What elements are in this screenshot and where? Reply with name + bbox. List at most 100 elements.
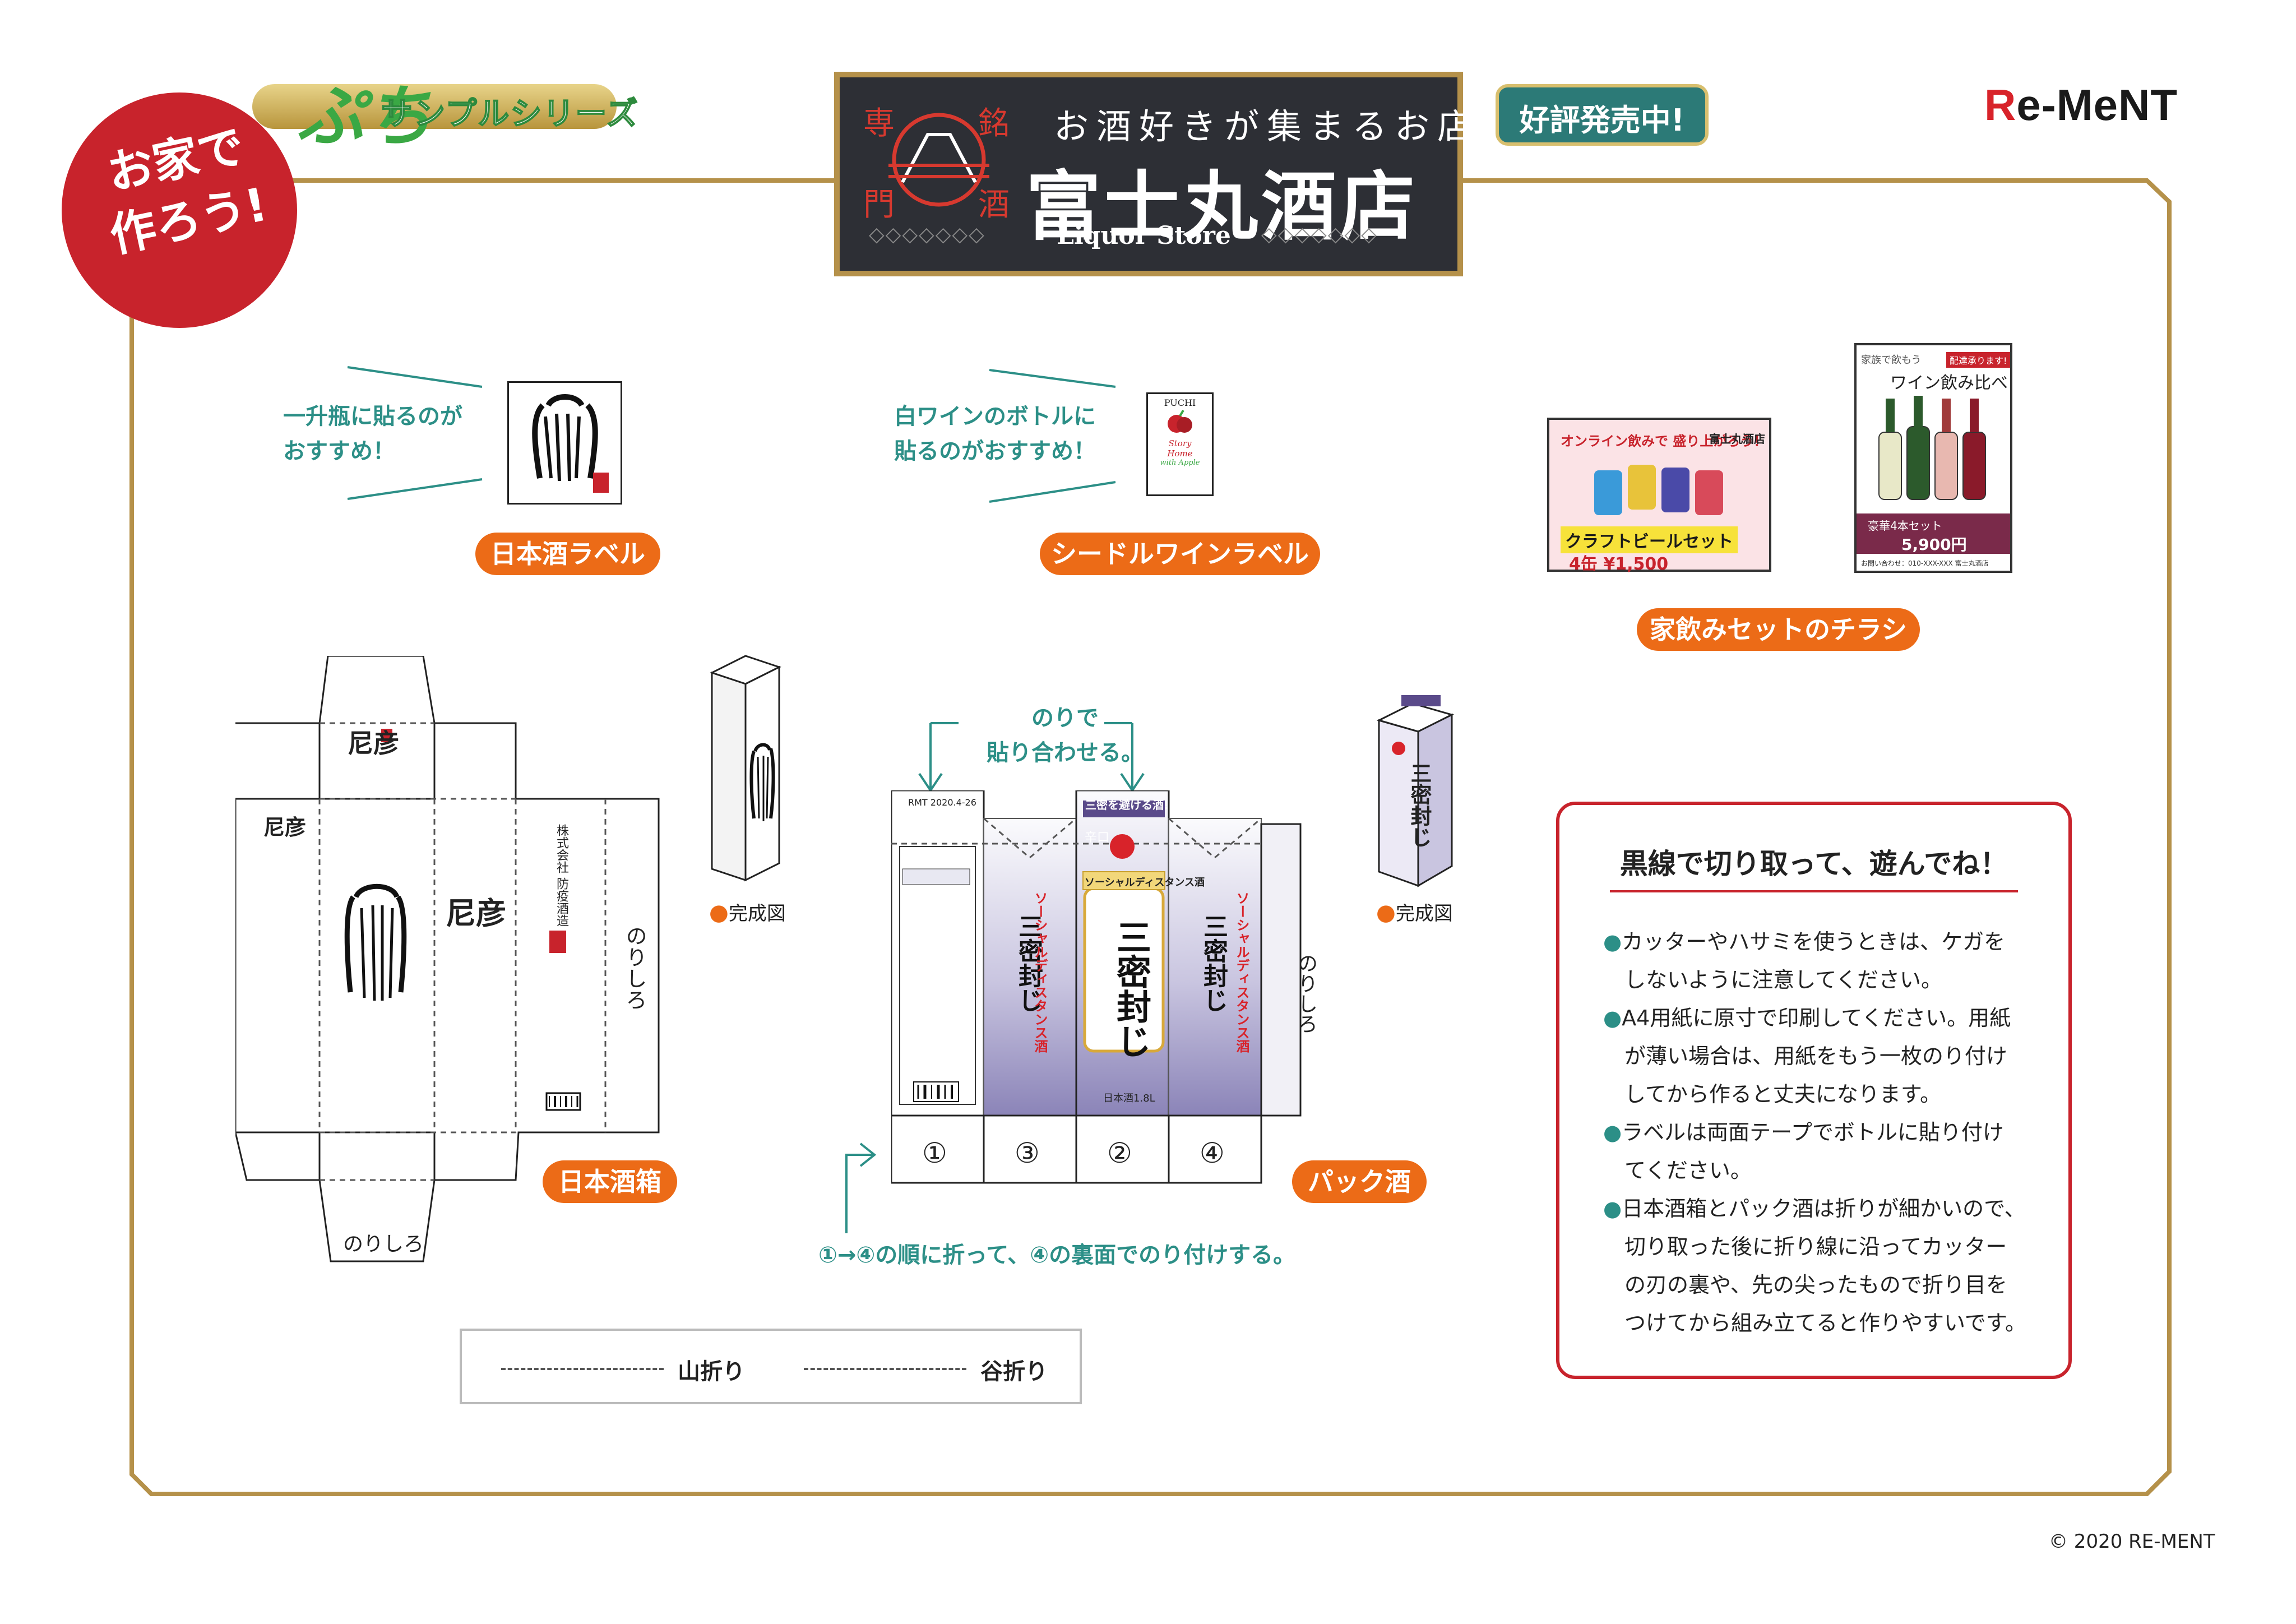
sake-box-done-caption: ●完成図 (709, 898, 786, 926)
valley-fold-line (804, 1368, 966, 1370)
instruction-line: ラベルは両面テープでボトルに貼り付け (1622, 1120, 2004, 1145)
seal-char-3: 門 (863, 187, 895, 223)
flyer-headline: オンライン飲みで 盛り上がろう！ (1561, 433, 1767, 449)
note-line: おすすめ！ (283, 438, 395, 464)
fold-step-2: ② (1107, 1137, 1132, 1169)
mountain-fold-line (501, 1368, 664, 1370)
flyer2-head: 家族で飲もう (1861, 354, 1922, 366)
series-prefix: ぷち (297, 77, 433, 156)
done-text: 完成図 (1395, 903, 1453, 925)
beer-cans-icon (1594, 465, 1723, 515)
instruction-item: ●A4用紙に原寸で印刷してください。用紙 が薄い場合は、用紙をもう一枚のり付け … (1603, 999, 2029, 1113)
pack-subbrand-left: ソーシャルディスタンス酒 (1032, 891, 1048, 1053)
pack-done-caption: ●完成図 (1376, 898, 1453, 926)
note-line: 一升瓶に貼るのが (283, 404, 462, 429)
instruction-line: してから作ると丈夫になります。 (1624, 1082, 1942, 1107)
logo-rest: e-MeNT (2016, 80, 2178, 129)
fold-step-4: ④ (1200, 1137, 1225, 1169)
fold-instruction: ①→④の順に折って、④の裏面でのり付けする。 (818, 1242, 1296, 1268)
instruction-divider (1610, 890, 2018, 892)
seal-char-2: 銘 (978, 105, 1010, 142)
pack-volume: 日本酒1.8L (1103, 1093, 1155, 1104)
note-line: 白ワインのボトルに (894, 404, 1096, 429)
sake-box-dieline (235, 656, 660, 1262)
bullet-dot: ● (709, 900, 729, 926)
wine-flyer: 家族で飲もう 配達承ります! ワイン飲み比べ 豪華4本セット 5,900円 お問… (1854, 343, 2012, 573)
amabie-icon (532, 394, 609, 493)
sake-label-note: 一升瓶に貼るのが おすすめ！ (283, 399, 462, 469)
bullet-dot: ● (1603, 1006, 1622, 1030)
instruction-item: ●ラベルは両面テープでボトルに貼り付け てください。 (1603, 1113, 2029, 1190)
cider-label-pill: シードルワインラベル (1040, 533, 1320, 575)
sake-box-maker: 株式会社 防疫酒造 (554, 824, 568, 927)
instruction-line: てください。 (1624, 1158, 1752, 1183)
copyright: © 2020 RE-MENT (2049, 1530, 2215, 1553)
pack-subbrand-strip: ソーシャルディスタンス酒 (1085, 877, 1205, 889)
bullet-dot: ● (1376, 900, 1396, 926)
glue-note: のりで 貼り合わせる。 (987, 701, 1144, 770)
pack-code: RMT 2020.4-26 (908, 797, 976, 808)
sake-label-thumbnail (507, 381, 622, 505)
pack-glue-side: のりしろ (1294, 953, 1317, 1034)
pack-top-label: 三密を避ける酒! (1085, 798, 1169, 812)
instruction-line: カッターやハサミを使うときは、ケガを (1622, 929, 2006, 954)
instruction-line: しないように注意してください。 (1624, 968, 1942, 992)
store-name: 富士丸酒店 (1026, 162, 1419, 251)
flyer2-price: 5,900円 (1901, 535, 1967, 554)
instruction-line: の刃の裏や、先の尖ったもので折り目を (1624, 1273, 2007, 1297)
flyer-price: 4缶 ¥1,500 (1569, 554, 1669, 574)
beer-flyer: オンライン飲みで 盛り上がろう！ 富士丸酒店 クラフトビールセット 4缶 ¥1,… (1547, 418, 1771, 574)
instruction-line: 切り取った後に折り線に沿ってカッター (1624, 1234, 2007, 1259)
store-tagline: お酒好きが集まるお店 (1054, 106, 1480, 147)
cider-thumb-line: with Apple (1160, 459, 1200, 467)
sake-box-pill: 日本酒箱 (543, 1160, 677, 1203)
instruction-line: 日本酒箱とパック酒は折りが細かいので、 (1622, 1196, 2026, 1221)
sake-label-pill: 日本酒ラベル (475, 533, 660, 575)
logo-r: R (1984, 80, 2017, 129)
sake-box-top-brand: 尼彦 (348, 728, 399, 758)
flyer2-set: 豪華4本セット (1868, 519, 1942, 533)
sake-box-glue-side: のりしろ (622, 925, 647, 1010)
on-sale-badge: 好評発売中! (1496, 84, 1709, 146)
fold-step-1: ① (922, 1137, 947, 1169)
seal-char-4: 酒 (978, 187, 1010, 223)
cider-thumb-line: Home (1167, 448, 1193, 459)
pack-brand-front: 三密封じ (1110, 919, 1151, 1058)
fuji-emblem-icon (888, 113, 989, 207)
seal-char-1: 専 (863, 105, 895, 142)
instruction-box: 黒線で切り取って、遊んでね！ ●カッターやハサミを使うときは、ケガを しないよう… (1556, 802, 2072, 1379)
instruction-item: ●日本酒箱とパック酒は折りが細かいので、 切り取った後に折り線に沿ってカッター … (1603, 1190, 2029, 1342)
sake-box-side-brand: 尼彦 (263, 815, 307, 840)
flyer2-footer: お問い合わせ：010-XXX-XXX 富士丸酒店 (1861, 559, 1989, 567)
bullet-dot: ● (1603, 929, 1622, 954)
instruction-item: ●カッターやハサミを使うときは、ケガを しないように注意してください。 (1603, 923, 2029, 999)
rement-logo: Re-MeNT (1984, 80, 2178, 131)
flyer-store: 富士丸酒店 (1709, 432, 1765, 446)
flyer2-price-band (1857, 513, 2010, 554)
fold-legend: 山折り 谷折り (460, 1329, 1082, 1404)
done-text: 完成図 (728, 903, 786, 925)
flyers-pill: 家飲みセットのチラシ (1637, 608, 1920, 651)
note-line: 貼り合わせる。 (987, 740, 1144, 766)
series-banner (252, 84, 617, 129)
pack-pill: パック酒 (1292, 1160, 1427, 1203)
cider-label-note: 白ワインのボトルに 貼るのがおすすめ！ (894, 399, 1096, 469)
flyer-product: クラフトビールセット (1561, 526, 1738, 553)
series-label: サンプルシリーズ (381, 95, 639, 133)
store-subtitle: Liquor Store (1057, 221, 1231, 250)
pack-brand-right: 三密封じ (1199, 914, 1228, 1012)
on-sale-text: 好評発売中! (1519, 103, 1685, 138)
flyer2-badge: 配達承ります! (1946, 352, 2011, 368)
wine-bottles-icon (1878, 396, 1986, 500)
cider-thumb-line: PUCHI (1164, 397, 1196, 408)
instruction-line: つけてから組み立てると作りやすいです。 (1624, 1311, 2027, 1335)
pack-dieline (891, 790, 1302, 1184)
cider-thumb-line: Story (1168, 438, 1192, 448)
note-line: 貼るのがおすすめ！ (894, 438, 1096, 464)
pack-taste-top: 辛口 (1085, 831, 1110, 845)
valley-fold-label: 谷折り (980, 1359, 1048, 1385)
bullet-dot: ● (1603, 1196, 1622, 1221)
fold-step-3: ③ (1015, 1137, 1040, 1169)
sign-ornament-right: ◇◇◇◇◇◇◇ (1261, 223, 1378, 246)
flyer2-title: ワイン飲み比べ (1890, 373, 2008, 393)
